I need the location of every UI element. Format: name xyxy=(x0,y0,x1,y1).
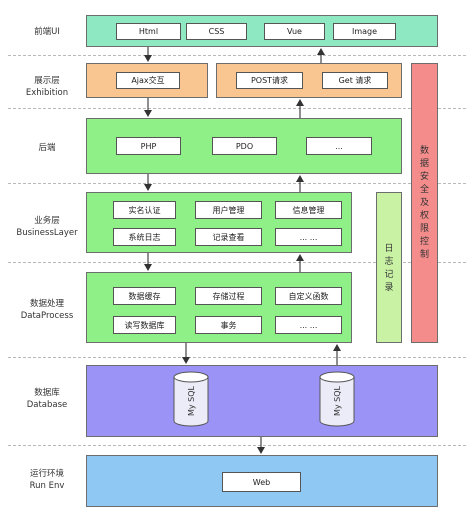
layer-label-business: 业务层 BusinessLayer xyxy=(16,216,78,238)
business-box-infomgmt: 信息管理 xyxy=(275,201,342,219)
business-box-usermgmt: 用户管理 xyxy=(195,201,262,219)
layer-label-frontend: 前端UI xyxy=(34,27,60,37)
layer-label-dataprocess: 数据处理 DataProcess xyxy=(20,299,74,321)
backend-box-php: PHP xyxy=(116,137,181,155)
dataprocess-box-storedproc: 存储过程 xyxy=(195,287,262,305)
runenv-box-web: Web xyxy=(222,472,301,492)
dataprocess-box-transaction: 事务 xyxy=(195,316,262,334)
frontend-box-html: Html xyxy=(116,23,181,40)
separator xyxy=(8,445,466,446)
business-box-syslog: 系统日志 xyxy=(113,228,176,246)
exhibition-box-get: Get 请求 xyxy=(322,72,388,89)
separator xyxy=(8,55,466,56)
layer-label-exhibition: 展示层 Exhibition xyxy=(25,76,69,98)
dataprocess-box-more: ... ... xyxy=(275,316,342,334)
security-panel xyxy=(411,63,438,343)
exhibition-box-ajax: Ajax交互 xyxy=(116,72,180,89)
separator xyxy=(8,262,466,263)
database-icon: My SQL xyxy=(173,371,209,427)
layer-label-runenv: 运行环境 Run Env xyxy=(29,469,65,491)
dataprocess-box-cache: 数据缓存 xyxy=(113,287,176,305)
separator xyxy=(8,357,466,358)
dataprocess-box-customfunc: 自定义函数 xyxy=(275,287,342,305)
separator xyxy=(8,183,466,184)
backend-box-pdo: PDO xyxy=(212,137,277,155)
separator xyxy=(8,108,466,109)
business-box-recordview: 记录查看 xyxy=(195,228,262,246)
database-label: My SQL xyxy=(187,385,196,416)
layer-label-backend: 后端 xyxy=(38,143,56,153)
business-box-more: ... ... xyxy=(275,228,342,246)
database-band xyxy=(86,365,438,437)
database-icon: My SQL xyxy=(319,371,355,427)
log-panel xyxy=(376,192,402,343)
security-panel-label: 数 据 安 全 及 权 限 控 制 xyxy=(419,146,429,260)
layer-label-database: 数据库 Database xyxy=(26,388,68,410)
business-box-realname: 实名认证 xyxy=(113,201,176,219)
frontend-box-image: Image xyxy=(333,23,396,40)
frontend-box-vue: Vue xyxy=(264,23,325,40)
exhibition-box-post: POST请求 xyxy=(236,72,303,89)
log-panel-label: 日 志 记 录 xyxy=(384,244,394,293)
dataprocess-box-readwrite: 读写数据库 xyxy=(113,316,176,334)
frontend-box-css: CSS xyxy=(186,23,247,40)
database-label: My SQL xyxy=(333,385,342,416)
backend-box-more: ... xyxy=(306,137,372,155)
